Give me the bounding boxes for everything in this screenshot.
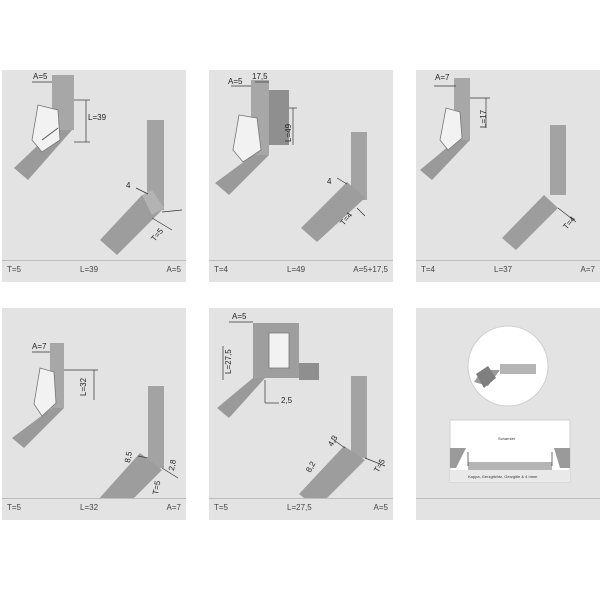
spec-l: L=37 [494,265,513,274]
dimension-a-label: A=7 [32,342,47,351]
dimension-l-label: L=17 [479,109,488,128]
hinge-drawing [215,80,367,242]
spec-t: T=4 [421,265,436,274]
detail-top-label: Scharnier [498,436,516,441]
dimension-a-label: A=7 [435,73,450,82]
diagram-panel-2: A=5 17,5 L=49 4 T=4 T=4 L=49 A=5+17,5 [209,70,393,282]
spec-footer: T=5 L=39 A=5 [2,260,186,282]
dimension-l-label: L=39 [88,113,107,122]
dimension-a-label: A=5 [228,77,243,86]
spec-a: A=5 [373,503,388,512]
dimension-l-label: L=32 [79,377,88,396]
hinge-drawing [14,75,183,255]
diagram-panel-5: A=5 L=27,5 2,5 4,3 8,2 T=5 T=5 L=27,5 A=… [209,308,393,520]
dimension-l-label: L=27,5 [224,349,233,374]
hinge-drawing [217,321,386,508]
spec-a: A=5+17,5 [353,265,388,274]
dimension-l-label: L=49 [284,123,293,142]
dimension-a-label: A=5 [232,312,247,321]
hinge-drawing [420,78,577,250]
diagram-panel-6: Scharnier Kappa, Gerzgitchtz, Gerzgitle … [416,308,600,520]
spec-footer: T=4 L=49 A=5+17,5 [209,260,393,282]
spec-t: T=5 [7,503,22,512]
spec-footer: T=5 L=32 A=7 [2,498,186,520]
spec-a: A=7 [580,265,595,274]
spec-footer: T=5 L=27,5 A=5 [209,498,393,520]
section-label: 4 [126,181,131,190]
spec-t: T=5 [214,503,229,512]
spec-t: T=4 [214,265,229,274]
dimension-d-label: 2,5 [281,396,293,405]
spec-l: L=32 [80,503,99,512]
spec-l: L=27,5 [287,503,312,512]
diagram-panel-3: A=7 L=17 T=4 T=4 L=37 A=7 [416,70,600,282]
spec-footer [416,498,600,520]
spec-t: T=5 [7,265,22,274]
diagram-panel-1: A=5 L=39 4 T=5 T=5 L=39 A=5 [2,70,186,282]
section-label: 4 [327,177,332,186]
spec-l: L=39 [80,265,99,274]
diagram-panel-4: A=7 L=32 8,5 2,8 T=5 T=5 L=32 A=7 [2,308,186,520]
dimension-a-label: A=5 [33,72,48,81]
spec-footer: T=4 L=37 A=7 [416,260,600,282]
dimension-offset-label: 17,5 [252,72,268,81]
spec-a: A=7 [166,503,181,512]
overview-drawing [449,325,571,483]
spec-a: A=5 [166,265,181,274]
spec-l: L=49 [287,265,306,274]
detail-bottom-label: Kappa, Gerzgitchtz, Gerzgitle & 4 nmm [468,474,538,479]
